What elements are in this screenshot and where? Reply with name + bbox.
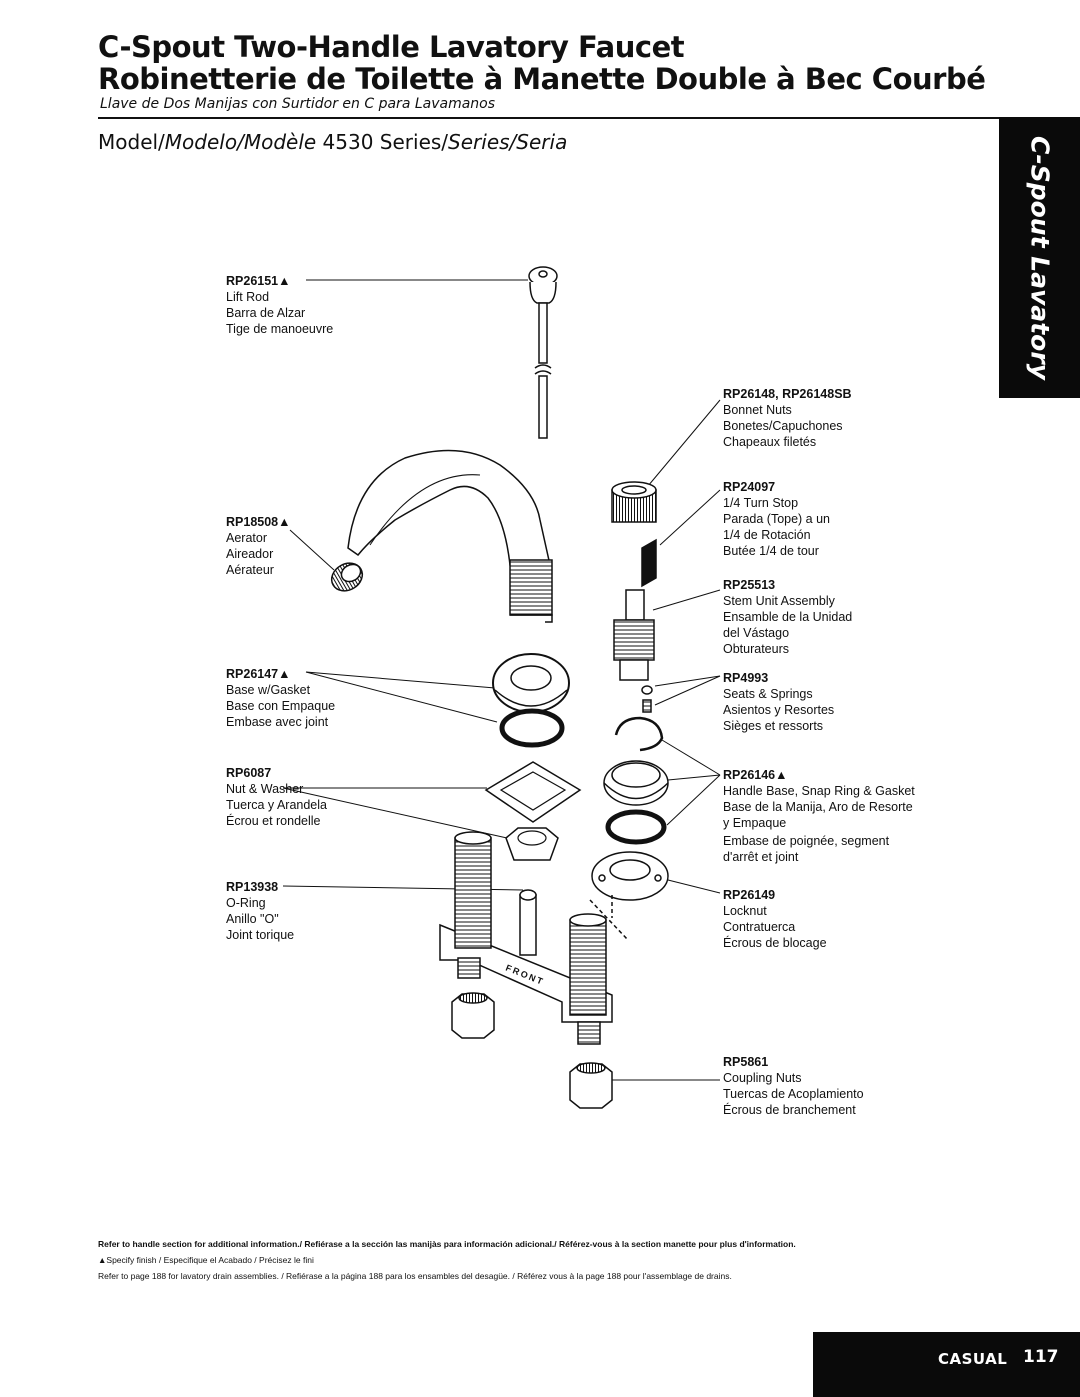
part-number: RP6087 bbox=[226, 766, 272, 780]
page-number: 117 bbox=[1023, 1347, 1059, 1367]
part-desc: Écrou et rondelle bbox=[226, 814, 321, 828]
part-number: RP26151▲ bbox=[226, 274, 291, 288]
part-desc: Aireador bbox=[226, 547, 274, 561]
series-es: Series/ bbox=[448, 130, 517, 154]
model-es: Modelo/ bbox=[164, 130, 244, 154]
aerator bbox=[330, 562, 364, 592]
part-number: RP18508▲ bbox=[226, 515, 291, 529]
lift-rod bbox=[528, 266, 558, 439]
model-line: Model/Modelo/Modèle 4530 Series/Series/S… bbox=[98, 130, 567, 154]
footer-note-drain: Refer to page 188 for lavatory drain ass… bbox=[98, 1271, 732, 1281]
part-number: RP5861 bbox=[723, 1055, 769, 1069]
part-label-turn-stop: RP24097 1/4 Turn Stop Parada (Tope) a un… bbox=[723, 479, 830, 559]
part-desc: Parada (Tope) a un bbox=[723, 512, 831, 526]
part-desc: Base de la Manija, Aro de Resorte bbox=[723, 800, 913, 814]
series-fr: Seria bbox=[516, 130, 568, 154]
part-desc: Asientos y Resortes bbox=[723, 703, 835, 717]
part-desc: y Empaque bbox=[723, 816, 787, 830]
part-desc: Tige de manoeuvre bbox=[226, 322, 334, 336]
part-desc: Base w/Gasket bbox=[226, 683, 311, 697]
part-label-locknut: RP26149 Locknut Contratuerca Écrous de b… bbox=[723, 887, 827, 951]
part-desc: Seats & Springs bbox=[723, 687, 813, 701]
part-desc: Tuercas de Acoplamiento bbox=[723, 1087, 864, 1101]
part-number: RP26149 bbox=[723, 888, 776, 902]
valve-stack bbox=[589, 481, 669, 941]
part-desc: del Vástago bbox=[723, 626, 790, 640]
part-desc: Nut & Washer bbox=[226, 782, 304, 796]
part-desc: Butée 1/4 de tour bbox=[723, 544, 819, 558]
part-label-lift-rod: RP26151▲ Lift Rod Barra de Alzar Tige de… bbox=[226, 273, 333, 337]
part-number: RP24097 bbox=[723, 480, 776, 494]
part-desc: Chapeaux filetés bbox=[723, 435, 817, 449]
part-label-handle-base: RP26146▲ Handle Base, Snap Ring & Gasket… bbox=[723, 767, 915, 865]
title-french: Robinetterie de Toilette à Manette Doubl… bbox=[98, 62, 986, 96]
part-label-nut-washer: RP6087 Nut & Washer Tuerca y Arandela Éc… bbox=[226, 765, 327, 829]
part-desc: Coupling Nuts bbox=[723, 1071, 802, 1085]
part-desc: 1/4 de Rotación bbox=[723, 528, 811, 542]
part-desc: Handle Base, Snap Ring & Gasket bbox=[723, 784, 915, 798]
part-desc: Joint torique bbox=[226, 928, 295, 942]
section-bar bbox=[813, 1332, 1080, 1397]
spout-body bbox=[347, 449, 553, 623]
part-desc: Bonetes/Capuchones bbox=[723, 419, 843, 433]
part-desc: d'arrêt et joint bbox=[723, 850, 799, 864]
model-number: 4530 Series/ bbox=[316, 130, 449, 154]
part-desc: O-Ring bbox=[226, 896, 266, 910]
part-number: RP25513 bbox=[723, 578, 776, 592]
part-desc: Embase avec joint bbox=[226, 715, 329, 729]
part-label-coupling-nuts: RP5861 Coupling Nuts Tuercas de Acoplami… bbox=[723, 1054, 864, 1118]
part-label-aerator: RP18508▲ Aerator Aireador Aérateur bbox=[226, 514, 291, 578]
part-desc: Tuerca y Arandela bbox=[226, 798, 327, 812]
model-prefix: Model/ bbox=[98, 130, 165, 154]
part-number: RP26146▲ bbox=[723, 768, 788, 782]
leader-line bbox=[289, 529, 335, 571]
part-desc: Contratuerca bbox=[723, 920, 796, 934]
faucet-base: FRONT bbox=[439, 831, 613, 1045]
coupling-nuts bbox=[451, 992, 613, 1109]
part-desc: 1/4 Turn Stop bbox=[723, 496, 799, 510]
part-number: RP13938 bbox=[226, 880, 279, 894]
part-label-o-ring: RP13938 O-Ring Anillo "O" Joint torique bbox=[226, 879, 294, 943]
base-gasket bbox=[492, 653, 570, 748]
part-desc: Locknut bbox=[723, 904, 767, 918]
part-desc: Barra de Alzar bbox=[226, 306, 306, 320]
part-desc: Bonnet Nuts bbox=[723, 403, 792, 417]
part-desc: Aerator bbox=[226, 531, 267, 545]
part-desc: Embase de poignée, segment bbox=[723, 834, 890, 848]
part-desc: Ensamble de la Unidad bbox=[723, 610, 853, 624]
part-desc: Sièges et ressorts bbox=[723, 719, 824, 733]
part-number: RP26148, RP26148SB bbox=[723, 387, 852, 401]
section-label: CASUAL bbox=[938, 1350, 1008, 1368]
part-label-seats-springs: RP4993 Seats & Springs Asientos y Resort… bbox=[723, 670, 834, 734]
part-label-bonnet-nuts: RP26148, RP26148SB Bonnet Nuts Bonetes/C… bbox=[723, 386, 852, 450]
part-desc: Lift Rod bbox=[226, 290, 270, 304]
part-desc: Anillo "O" bbox=[226, 912, 279, 926]
header-rule bbox=[98, 117, 999, 119]
part-desc: Écrous de branchement bbox=[723, 1103, 856, 1117]
part-desc: Aérateur bbox=[226, 563, 274, 577]
side-tab bbox=[999, 117, 1080, 398]
subtitle-spanish: Llave de Dos Manijas con Surtidor en C p… bbox=[100, 96, 496, 112]
part-desc: Stem Unit Assembly bbox=[723, 594, 835, 608]
footer-note-handles: Refer to handle section for additional i… bbox=[98, 1239, 796, 1249]
part-desc: Obturateurs bbox=[723, 642, 790, 656]
part-desc: Base con Empaque bbox=[226, 699, 336, 713]
nut-washer bbox=[484, 761, 582, 861]
footer-note-finish: ▲Specify finish / Especifique el Acabado… bbox=[98, 1255, 314, 1265]
part-label-base-gasket: RP26147▲ Base w/Gasket Base con Empaque … bbox=[226, 666, 335, 730]
part-label-stem-unit: RP25513 Stem Unit Assembly Ensamble de l… bbox=[723, 577, 852, 657]
part-number: RP4993 bbox=[723, 671, 769, 685]
title-english: C-Spout Two-Handle Lavatory Faucet bbox=[98, 30, 685, 64]
part-desc: Écrous de blocage bbox=[723, 936, 827, 950]
part-number: RP26147▲ bbox=[226, 667, 291, 681]
model-fr: Modèle bbox=[243, 130, 317, 154]
